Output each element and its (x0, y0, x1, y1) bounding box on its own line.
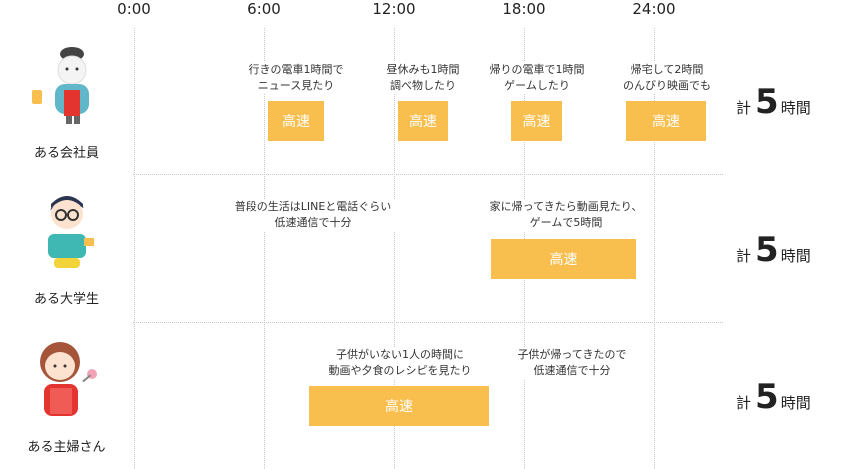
gridline-0 (134, 28, 135, 469)
total-hours: 計 5 時間 (736, 230, 836, 270)
axis-tick-0: 0:00 (117, 0, 151, 18)
fast-block: 高速 (491, 239, 636, 279)
housewife-icon (40, 342, 97, 416)
gridline-12 (394, 28, 395, 469)
row-divider (133, 174, 723, 175)
fast-block: 高速 (309, 386, 489, 426)
axis-tick-6: 6:00 (247, 0, 281, 18)
total-suffix: 時間 (780, 394, 811, 412)
fast-block: 高速 (626, 101, 706, 141)
gridline-24 (654, 28, 655, 469)
note: 昼休みも1時間調べ物したり (376, 62, 470, 94)
note: 家に帰ってきたら動画見たり、ゲームで5時間 (480, 199, 652, 231)
student-row: ある大学生 (0, 178, 133, 318)
total-value: 5 (755, 377, 779, 417)
fast-block: 高速 (268, 101, 324, 141)
note: 帰宅して2時間のんびり映画でも (612, 62, 722, 94)
student-icon (48, 196, 94, 268)
fast-block: 高速 (398, 101, 448, 141)
total-prefix: 計 (736, 394, 752, 412)
gridline-6 (264, 28, 265, 469)
axis-tick-12: 12:00 (372, 0, 416, 18)
person-name: ある会社員 (33, 146, 99, 161)
note: 子供がいない1人の時間に動画や夕食のレシピを見たり (314, 347, 486, 379)
total-prefix: 計 (736, 99, 752, 117)
note: 行きの電車1時間でニュース見たり (235, 62, 357, 94)
person-name: ある大学生 (33, 292, 99, 307)
total-hours: 計 5 時間 (736, 377, 836, 417)
note: 帰りの電車で1時間ゲームしたり (480, 62, 594, 94)
office-worker-row: ある会社員 (0, 30, 133, 170)
note: 子供が帰ってきたので低速通信で十分 (506, 347, 638, 379)
person-name: ある主婦さん (27, 440, 106, 455)
axis-tick-24: 24:00 (632, 0, 676, 18)
fast-block: 高速 (511, 101, 562, 141)
office-worker-icon (32, 47, 89, 124)
total-suffix: 時間 (780, 99, 811, 117)
total-value: 5 (755, 230, 779, 270)
note: 普段の生活はLINEと電話ぐらい低速通信で十分 (220, 199, 406, 231)
total-hours: 計 5 時間 (736, 82, 836, 122)
axis-tick-18: 18:00 (502, 0, 546, 18)
row-divider (133, 322, 723, 323)
housewife-row: ある主婦さん (0, 326, 133, 466)
total-value: 5 (755, 82, 779, 122)
total-prefix: 計 (736, 247, 752, 265)
total-suffix: 時間 (780, 247, 811, 265)
